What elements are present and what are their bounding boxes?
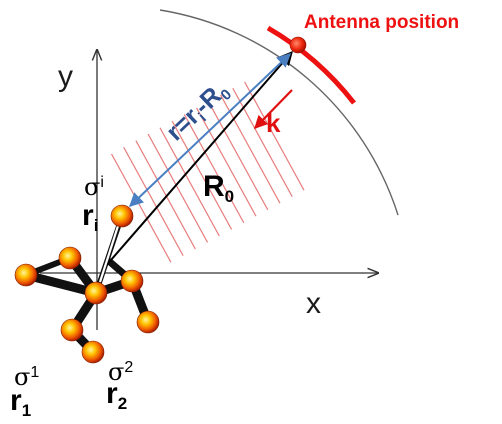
atom bbox=[136, 310, 160, 334]
vector-R0 bbox=[103, 50, 293, 269]
sigma-2-label: σ2 bbox=[108, 358, 133, 386]
x-axis-label: x bbox=[306, 287, 321, 320]
radius-arc bbox=[159, 9, 399, 216]
r-i-label: ri bbox=[82, 199, 98, 235]
antenna-position-label: Antenna position bbox=[304, 12, 459, 33]
atom-1 bbox=[14, 263, 38, 287]
vector-ri-origin bbox=[98, 225, 120, 283]
y-axis-label: y bbox=[58, 60, 73, 93]
antenna-arc-segment bbox=[266, 25, 356, 105]
atom bbox=[84, 281, 108, 305]
atom bbox=[120, 269, 144, 293]
atom bbox=[60, 318, 84, 342]
k-label: k bbox=[266, 108, 281, 138]
r-2-label: r2 bbox=[106, 377, 127, 413]
r-expression-label: r=ri-R0 bbox=[161, 76, 235, 149]
atom-i bbox=[110, 204, 134, 228]
antenna-icon bbox=[289, 36, 307, 54]
R0-label: R0 bbox=[203, 170, 234, 206]
sigma-1-label: σ1 bbox=[14, 363, 39, 391]
svg-text:r=ri-R0: r=ri-R0 bbox=[161, 76, 235, 149]
atom bbox=[58, 246, 82, 270]
vector-r bbox=[128, 53, 292, 207]
atom-2 bbox=[81, 340, 105, 364]
r-1-label: r1 bbox=[10, 384, 31, 420]
molecule-atoms bbox=[14, 204, 160, 364]
sigma-i-label: σi bbox=[84, 173, 104, 201]
wavevector-k bbox=[254, 89, 293, 129]
